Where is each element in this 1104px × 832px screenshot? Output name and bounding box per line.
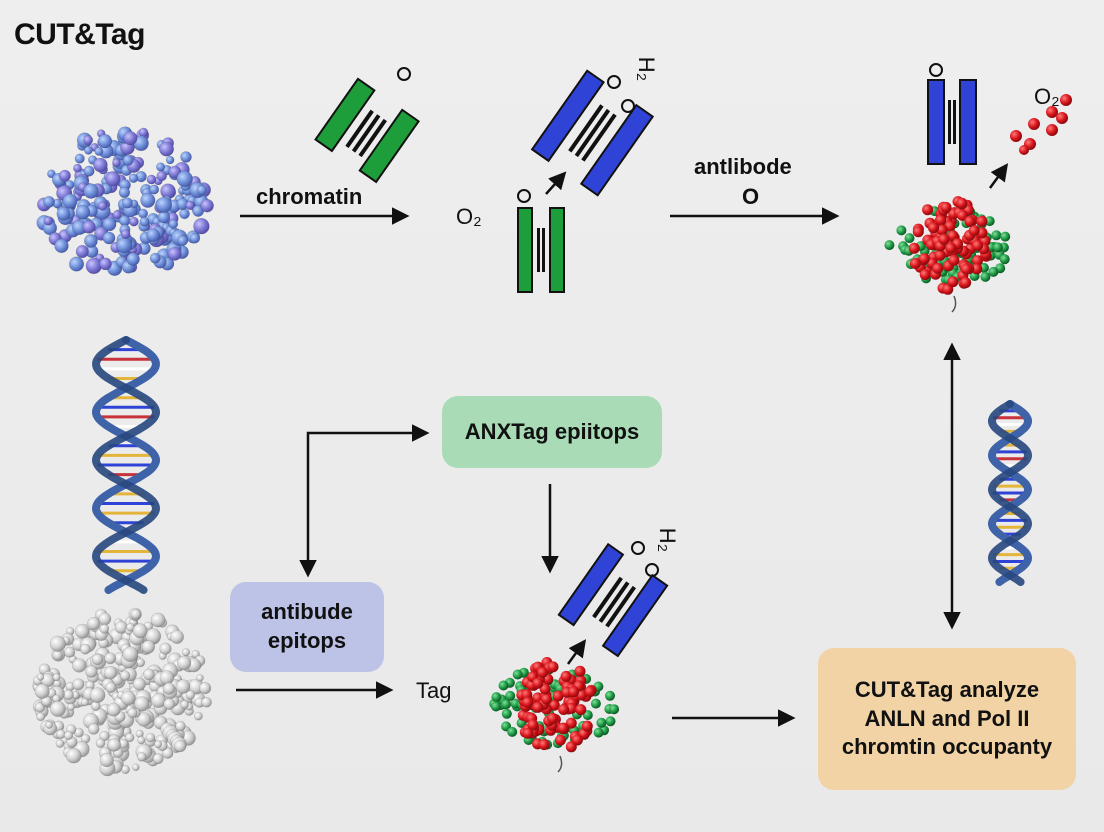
box-anxtag-epitopes: ANXTag epiitops (442, 396, 662, 468)
oxygen-atom (929, 63, 943, 77)
histone-complex-green-top-icon (314, 77, 420, 184)
box-analyze-line1: CUT&Tag analyze (854, 677, 1040, 703)
box-antibude-line1: antibude (261, 599, 353, 625)
label-o2-mid: O₂ (456, 204, 482, 229)
box-antibude-line2: epitops (267, 628, 347, 653)
label-h2-top: H₂ (634, 56, 660, 82)
protein-complex-icon (489, 657, 620, 773)
label-o2-right: O₂ (1034, 84, 1060, 109)
arrow-small-right (988, 163, 1009, 189)
dna-helix-icon (987, 400, 1033, 586)
label-tag: Tag (416, 678, 452, 703)
arrow-small-bottom (566, 639, 587, 665)
label-antibody: antlibode (694, 154, 792, 179)
label-h2-bottom: H₂ (655, 527, 681, 553)
chromatin-globule-grey-icon (32, 607, 212, 777)
box-anxtag-text: ANXTag epiitops (464, 418, 640, 444)
dna-helix-icon (91, 336, 161, 594)
oxygen-atom (621, 99, 635, 113)
chromatin-globule-blue-icon (36, 126, 214, 276)
oxygen-atom (631, 541, 645, 555)
arrow-elbow (299, 424, 430, 578)
oxygen-atom (517, 189, 531, 203)
protein-complex-icon (884, 196, 1011, 313)
oxygen-molecules-icon (1010, 94, 1072, 155)
oxygen-atom (607, 75, 621, 89)
histone-complex-green-mid-icon (517, 207, 565, 293)
box-antibody-epitopes: antibude epitops (230, 582, 384, 672)
label-antibody-sub: O (742, 184, 760, 209)
page-title: CUT&Tag (14, 18, 145, 51)
arrow-small-mid (545, 171, 567, 195)
box-analyze-line3: chromtin occupanty (841, 734, 1053, 760)
label-chromatin: chromatin (256, 184, 363, 209)
oxygen-atom (397, 67, 411, 81)
histone-complex-blue-top-icon (530, 69, 655, 197)
histone-complex-blue-bottom-icon (557, 542, 669, 658)
oxygen-atom (645, 563, 659, 577)
box-cuttag-analysis: CUT&Tag analyze ANLN and Pol II chromtin… (818, 648, 1076, 790)
box-analyze-line2: ANLN and Pol II (864, 705, 1030, 731)
histone-complex-blue-right-icon (927, 79, 977, 165)
